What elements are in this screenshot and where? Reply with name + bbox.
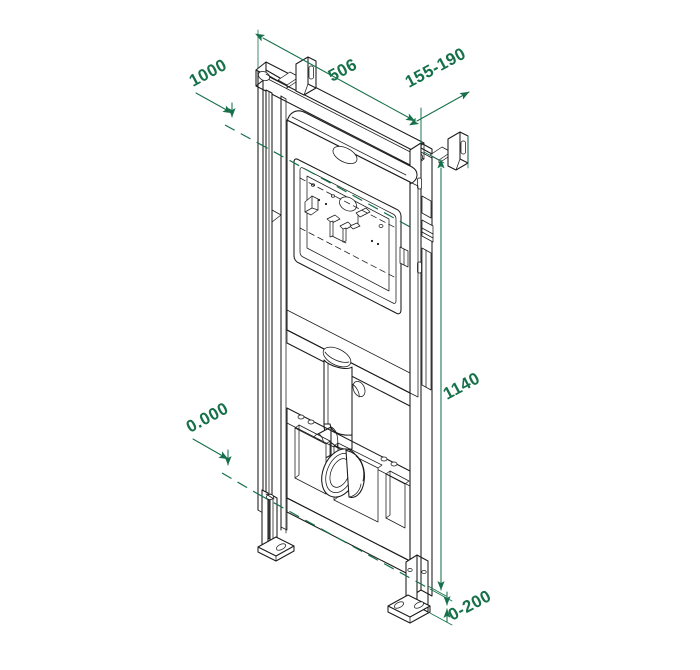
waste-outlet-connector [321, 448, 365, 498]
adjustable-foot-left [257, 489, 295, 562]
flush-plate-inspection-opening [293, 158, 402, 315]
adjustable-foot-right [387, 554, 431, 624]
